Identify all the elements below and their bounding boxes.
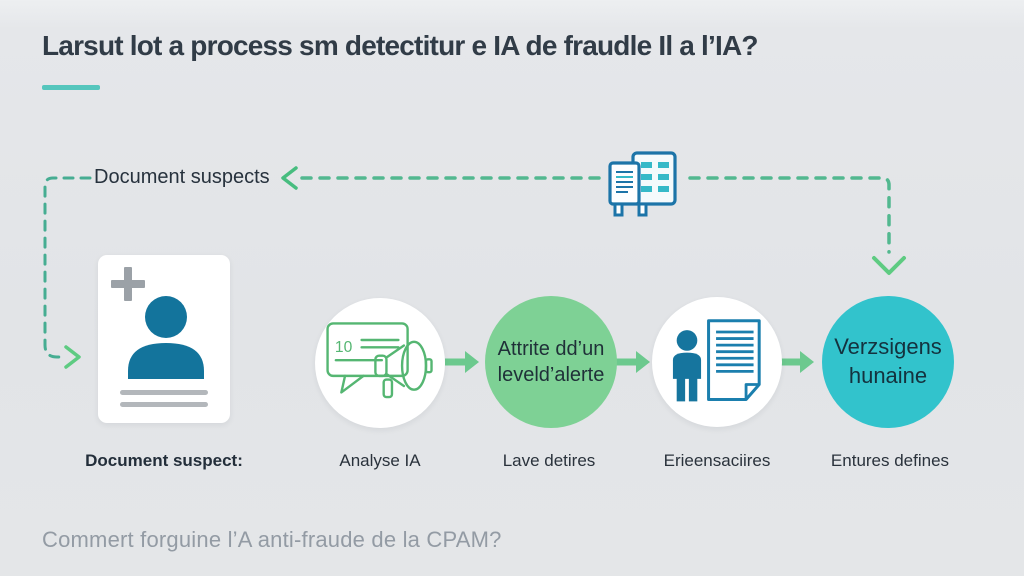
person-document-icon (672, 319, 761, 402)
step-circle-alert-level: Attrite dd’un leveld’alerte (485, 296, 617, 428)
step-arrow-1 (445, 351, 479, 373)
page-title: Larsut lot a process sm detectitur e IA … (42, 30, 759, 61)
alert-text-line2: leveld’alerte (497, 364, 605, 386)
human-check-line1: Verzsigens (834, 334, 942, 360)
step-arrow-3 (780, 351, 814, 373)
step-circle-analyse-ia: 10 (315, 298, 445, 428)
megaphone-announcement-icon: 10 (326, 322, 433, 399)
step-circle-review (652, 297, 782, 427)
alert-text-line1: Attrite dd’un (497, 338, 605, 360)
title-underline (42, 85, 100, 90)
bubble-number-text: 10 (335, 339, 353, 356)
person-id-card-icon (111, 267, 208, 407)
label-entures-defines: Entures defines (830, 451, 950, 470)
buildings-icon (606, 150, 682, 218)
human-check-line2: hunaine (848, 363, 928, 388)
footer-caption: Commert forguine l’A anti-fraude de la C… (42, 527, 502, 552)
step-circle-human-check: Verzsigens hunaine (822, 296, 954, 428)
step-arrow-2 (616, 351, 650, 373)
flow-top-label: Document suspects (94, 166, 270, 188)
label-analyse-ia: Analyse IA (339, 451, 421, 470)
label-lave-detires: Lave detires (502, 451, 596, 470)
label-document-suspect: Document suspect: (85, 451, 243, 470)
suspect-document-card (98, 255, 230, 423)
plus-icon (111, 267, 145, 301)
label-erieensaciires: Erieensaciires (663, 451, 771, 470)
